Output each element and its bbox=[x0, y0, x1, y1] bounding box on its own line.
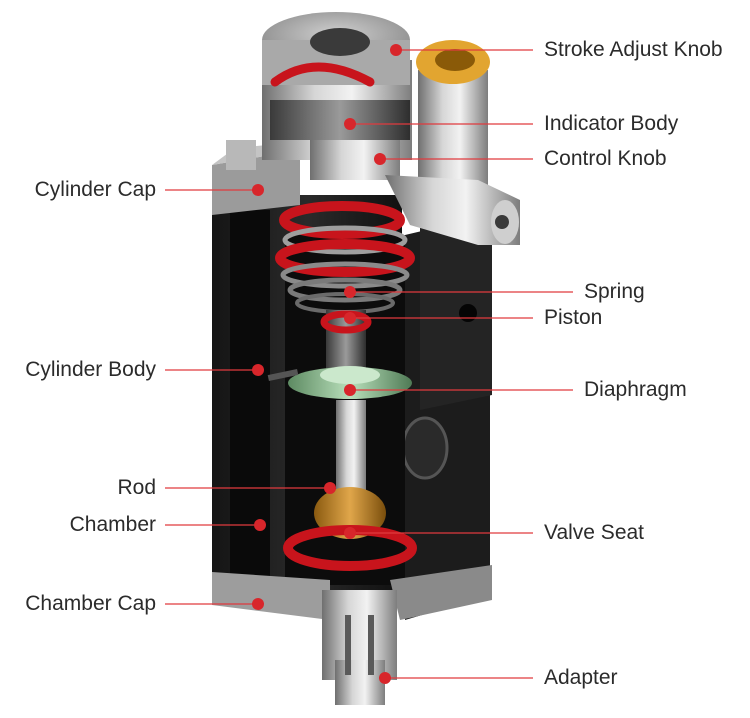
label-adapter: Adapter bbox=[544, 666, 618, 689]
label-cylinder-body: Cylinder Body bbox=[25, 358, 156, 381]
adapter-groove-2 bbox=[368, 615, 374, 675]
elbow-fitting bbox=[385, 175, 520, 245]
fitting-collar-hole bbox=[435, 49, 475, 71]
spring-marker-icon bbox=[344, 286, 356, 298]
spring-oring-1 bbox=[279, 201, 405, 239]
cylinder-cap-marker-icon bbox=[252, 184, 264, 196]
label-chamber: Chamber bbox=[69, 513, 156, 536]
chamber-marker-icon bbox=[254, 519, 266, 531]
cylinder-cap-notch bbox=[226, 140, 256, 170]
adapter-groove bbox=[345, 615, 351, 675]
label-chamber-cap: Chamber Cap bbox=[25, 592, 156, 615]
stroke-adjust-knob-marker-icon bbox=[390, 44, 402, 56]
diaphragm-pin bbox=[267, 368, 299, 382]
label-valve-seat: Valve Seat bbox=[544, 521, 645, 544]
label-indicator-body: Indicator Body bbox=[544, 112, 679, 135]
indicator-body-marker-icon bbox=[344, 118, 356, 130]
callout-dots bbox=[252, 44, 402, 684]
label-rod: Rod bbox=[117, 476, 156, 499]
label-spring: Spring bbox=[584, 280, 645, 303]
spring-oring-2 bbox=[275, 239, 415, 277]
stroke-adjust-bore bbox=[310, 28, 370, 56]
cylinder-body-marker-icon bbox=[252, 364, 264, 376]
chamber-cap-marker-icon bbox=[252, 598, 264, 610]
spring-coil-1 bbox=[282, 225, 408, 255]
valve-seat-marker-icon bbox=[344, 527, 356, 539]
valve-illustration bbox=[212, 12, 520, 705]
chamber-cap-right bbox=[390, 565, 492, 620]
diaphragm-top bbox=[320, 366, 380, 384]
label-diaphragm: Diaphragm bbox=[584, 378, 687, 401]
spring-coil-2 bbox=[280, 261, 410, 289]
port-hole bbox=[459, 304, 477, 322]
leader-lines bbox=[165, 49, 573, 679]
adapter-tip bbox=[335, 660, 385, 705]
side-port-fitting bbox=[401, 416, 449, 480]
indicator-ring bbox=[270, 100, 410, 140]
label-cylinder-cap: Cylinder Cap bbox=[34, 178, 156, 201]
top-oring bbox=[270, 62, 375, 87]
rod-shaft bbox=[336, 400, 366, 500]
spring-coil-3 bbox=[287, 277, 403, 303]
elbow-outlet-hole bbox=[495, 215, 509, 229]
control-knob-marker-icon bbox=[374, 153, 386, 165]
cylinder-body-right-side bbox=[420, 212, 492, 410]
rod-marker-icon bbox=[324, 482, 336, 494]
diaphragm-marker-icon bbox=[344, 384, 356, 396]
label-piston: Piston bbox=[544, 306, 603, 329]
label-control-knob: Control Knob bbox=[544, 147, 667, 170]
piston-marker-icon bbox=[344, 312, 356, 324]
chamber-cap-block bbox=[212, 572, 330, 620]
label-stroke-adjust-knob: Stroke Adjust Knob bbox=[544, 38, 723, 61]
adapter-marker-icon bbox=[379, 672, 391, 684]
bore-wall bbox=[230, 210, 270, 580]
control-knob-body bbox=[310, 140, 400, 180]
